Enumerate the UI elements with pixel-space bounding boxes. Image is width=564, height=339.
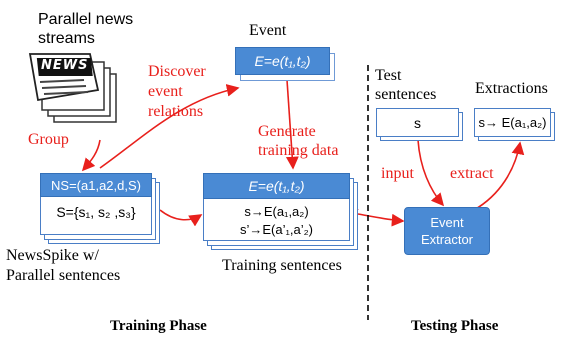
discover-arrow (99, 84, 240, 169)
discover-label: Discover event relations (148, 62, 206, 122)
newspaper-stack-svg (28, 53, 117, 123)
group-arrow (81, 139, 101, 172)
event-extractor: Event Extractor (404, 207, 490, 255)
training-caption: Training sentences (222, 257, 342, 274)
training-line1: s→E(a₁,a₂) (244, 204, 309, 219)
test-box: s (376, 108, 459, 137)
newsspike-header-text: NS=(a1,a2,d,S) (51, 177, 141, 193)
news-streams-label: Parallel news streams (38, 10, 133, 48)
generate-label-line1: Generate (258, 123, 316, 140)
newsspike-box: NS=(a1,a2,d,S) S={s₁, s₂ ,s₃} (40, 173, 152, 235)
discover-label-line2: event (148, 83, 183, 100)
test-sentence: s (414, 114, 421, 131)
newspaper-icon: NEWS (28, 50, 128, 135)
input-label: input (381, 165, 414, 182)
newsspike-header: NS=(a1,a2,d,S) (40, 173, 152, 197)
training-line2: s’→E(a’₁,a’₂) (240, 222, 313, 237)
extract-label: extract (450, 165, 494, 182)
discover-label-line3: relations (148, 103, 204, 120)
event-heading: Event (249, 22, 287, 39)
training-header-text: E=e(t₁,t₂) (248, 178, 305, 194)
generate-label-line2: training data (258, 142, 339, 159)
training-phase-label: Training Phase (110, 318, 207, 334)
event-box: E=e(t₁,t₂) (235, 47, 330, 75)
group-label: Group (28, 131, 69, 148)
extraction-result: s→ E(a₁,a₂) (478, 115, 547, 130)
training-box: E=e(t₁,t₂) s→E(a₁,a₂) s’→E(a’₁,a’₂) (203, 173, 350, 241)
news-streams-label-line2: streams (38, 30, 95, 47)
newsspike-caption: NewsSpike w/ Parallel sentences (6, 246, 120, 286)
input-arrow (417, 139, 445, 207)
event-formula: E=e(t₁,t₂) (254, 53, 311, 69)
discover-label-line1: Discover (148, 63, 206, 80)
extractions-box: s→ E(a₁,a₂) (474, 108, 551, 137)
extract-arrow (473, 141, 525, 211)
newsspike-body: S={s₁, s₂ ,s₃} (56, 204, 136, 220)
event-extractor-line2: Extractor (420, 232, 473, 247)
learn-arrow (357, 213, 405, 227)
newsspike-to-training-arrow (159, 209, 203, 227)
extractions-heading: Extractions (475, 80, 548, 97)
newspaper-icon-text: NEWS (41, 58, 89, 73)
testing-phase-label: Testing Phase (411, 318, 499, 334)
test-heading-line2: sentences (375, 86, 437, 103)
generate-arrow (285, 79, 299, 170)
training-header: E=e(t₁,t₂) (203, 173, 350, 199)
generate-label: Generate training data (258, 122, 338, 160)
news-streams-label-line1: Parallel news (38, 11, 134, 28)
event-extractor-line1: Event (430, 215, 464, 230)
test-heading: Test sentences (375, 66, 436, 104)
test-heading-line1: Test (375, 67, 402, 84)
newsspike-caption-line1: NewsSpike w/ (6, 247, 99, 264)
newsspike-caption-line2: Parallel sentences (6, 267, 121, 284)
